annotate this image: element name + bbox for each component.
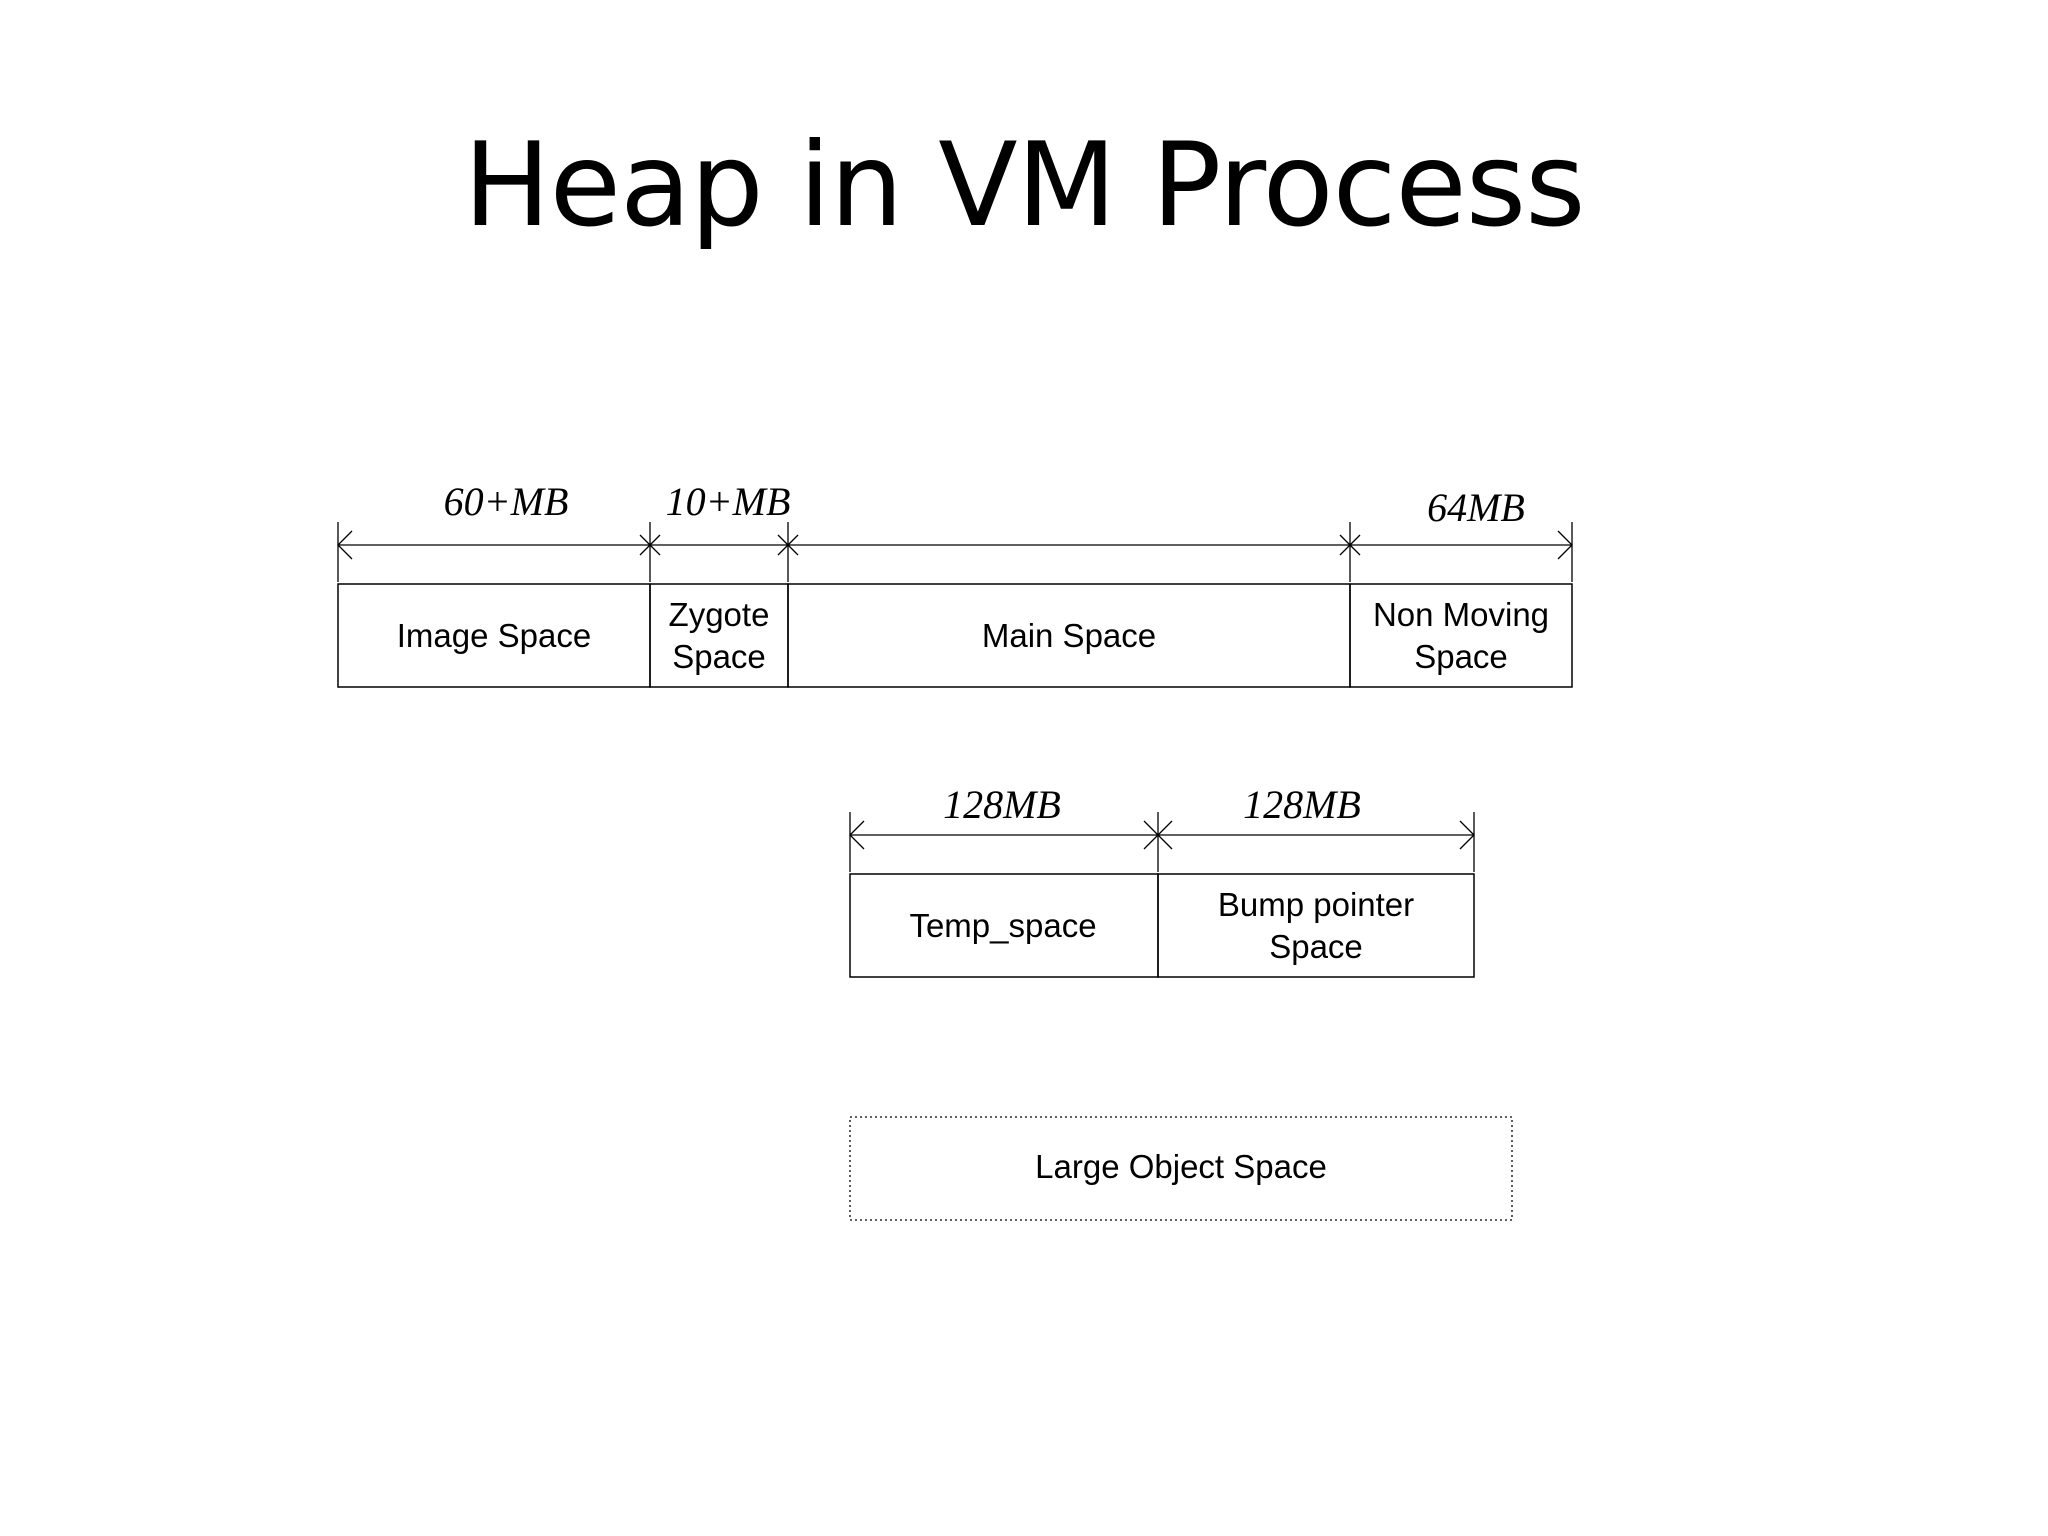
heap-dimension-line [337, 522, 1573, 582]
large-object-space-label: Large Object Space [1035, 1148, 1327, 1185]
zygote-space-label-line1: Zygote [669, 596, 770, 633]
large-object-row: Large Object Space [849, 1116, 1513, 1221]
bump-pointer-space-box [1157, 873, 1475, 978]
heap-row: 60+MB 10+MB 64MB Image Space Zygote Spac… [337, 479, 1573, 688]
large-object-space-box [849, 1116, 1513, 1221]
bump-pointer-space-label-line1: Bump pointer [1218, 886, 1414, 923]
non-moving-space-box [1349, 583, 1573, 688]
image-space-size-label: 60+MB [444, 479, 569, 524]
temp-space-size-label: 128MB [943, 782, 1061, 827]
zygote-space-size-label: 10+MB [666, 479, 791, 524]
non-moving-space-size-label: 64MB [1427, 485, 1525, 530]
temp-dimension-line [849, 812, 1475, 872]
non-moving-space-label-line1: Non Moving [1373, 596, 1549, 633]
temp-space-label: Temp_space [909, 907, 1096, 944]
zygote-space-label-line2: Space [672, 638, 766, 675]
page-title: Heap in VM Process [463, 118, 1585, 253]
image-space-label: Image Space [397, 617, 591, 654]
main-space-label: Main Space [982, 617, 1156, 654]
non-moving-space-label-line2: Space [1414, 638, 1508, 675]
bump-pointer-space-label-line2: Space [1269, 928, 1363, 965]
temp-row: 128MB 128MB Temp_space Bump pointer Spac… [849, 782, 1475, 978]
bump-pointer-space-size-label: 128MB [1243, 782, 1361, 827]
